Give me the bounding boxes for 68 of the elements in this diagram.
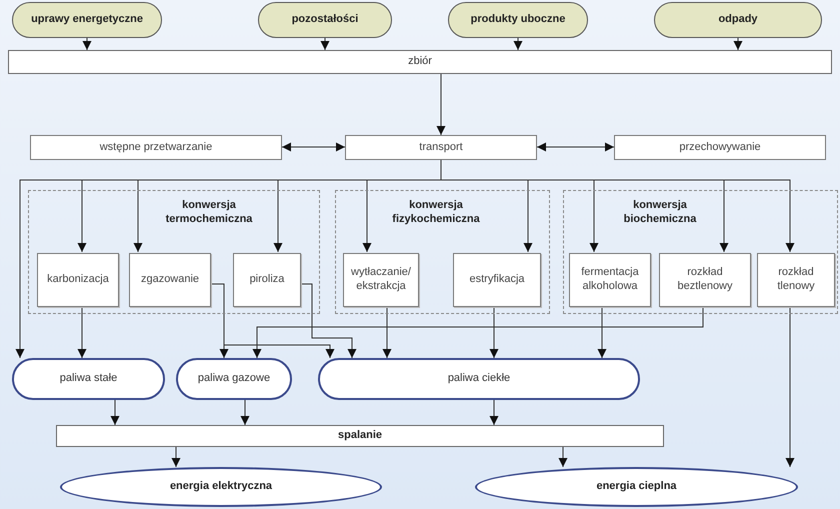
fuel-pill [12,358,165,400]
node-label: zgazowanie [140,273,200,287]
source-pill [448,2,588,38]
group-frame [563,190,838,314]
process-box [233,253,301,307]
node-label: spalanie [338,429,382,443]
node-label: piroliza [250,273,284,287]
process-box [569,253,651,307]
arrow [210,284,334,358]
process-box [37,253,119,307]
process-box [30,135,282,160]
source-pill [12,2,162,38]
process-box [757,253,835,307]
source-pill [258,2,392,38]
group-heading: konwersja fizykochemiczna [391,199,481,226]
node-label: uprawy energetyczne [31,13,143,27]
arrow [382,306,392,358]
arrow [110,400,120,426]
arrow [252,306,704,358]
process-box [614,135,826,160]
arrow [320,38,330,50]
fuel-pill [176,358,292,400]
process-box [453,253,541,307]
node-label: zbiór [408,55,432,69]
node-label: energia elektryczna [170,480,272,494]
arrow [598,306,606,358]
node-label: wytłaczanie/ ekstrakcja [350,266,412,294]
fuel-pill [318,358,640,400]
node-label: paliwa gazowe [198,372,270,386]
arrow [240,400,250,426]
arrow [490,400,498,426]
node-label: fermentacja alkoholowa [580,266,640,294]
process-bar [56,425,664,447]
arrow [734,38,742,50]
arrow [536,142,614,152]
arrow [172,446,180,468]
arrow [490,306,498,358]
node-label: transport [419,140,463,154]
process-bar [8,50,832,74]
node-label: paliwa ciekłe [448,372,510,386]
node-label: paliwa stałe [60,372,118,386]
arrow [558,446,568,468]
arrow [514,38,522,50]
node-label: odpady [718,13,758,27]
arrow [436,74,446,136]
process-box [343,253,419,307]
group-heading: konwersja biochemiczna [622,199,698,226]
node-label: wstępne przetwarzanie [100,140,212,154]
group-heading: konwersja termochemiczna [164,199,254,226]
node-label: estryfikacja [469,273,525,287]
arrow [300,284,356,358]
node-label: karbonizacja [47,273,109,287]
node-label: rozkład beztlenowy [676,266,734,294]
process-box [659,253,751,307]
arrow [78,306,86,358]
node-label: przechowywanie [679,140,761,154]
source-pill [654,2,822,38]
node-label: produkty uboczne [470,13,566,27]
arrow [282,142,346,152]
arrow [82,38,92,50]
node-label: pozostałości [292,13,358,27]
node-label: energia cieplna [596,480,677,494]
process-box [129,253,211,307]
process-box [345,135,537,160]
arrow [786,306,794,468]
node-label: rozkład tlenowy [776,266,816,294]
group-frame [335,190,550,314]
group-frame [28,190,320,314]
